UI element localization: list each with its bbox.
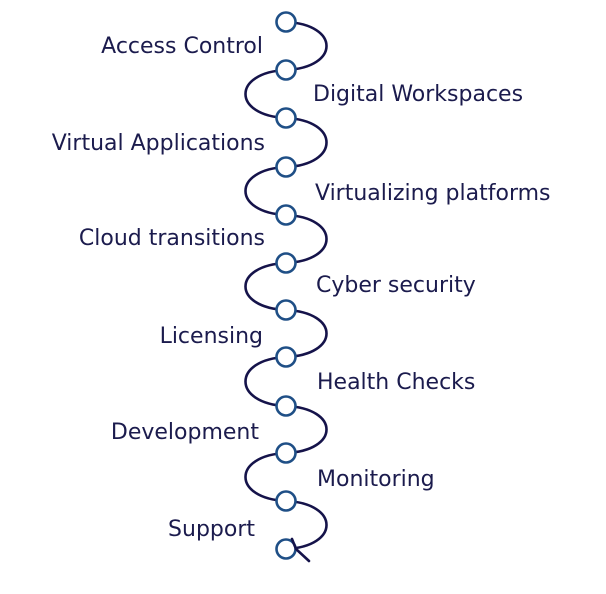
- timeline-node: [275, 59, 297, 81]
- end-arrow-icon: [290, 537, 311, 563]
- step-label: Cyber security: [316, 273, 476, 298]
- step-label: Access Control: [101, 34, 263, 59]
- node-group: [275, 11, 311, 563]
- wave-path-group: [244, 20, 328, 551]
- wave-connector: [244, 20, 328, 551]
- step-label: Development: [111, 420, 259, 445]
- timeline-node: [275, 107, 297, 129]
- timeline-node: [275, 11, 297, 33]
- timeline-node: [275, 252, 297, 274]
- timeline-node: [275, 395, 297, 417]
- timeline-node: [275, 442, 297, 464]
- step-label: Monitoring: [317, 467, 435, 492]
- timeline-node: [275, 299, 297, 321]
- step-label: Health Checks: [317, 370, 475, 395]
- timeline-node: [275, 204, 297, 226]
- step-label: Licensing: [160, 324, 263, 349]
- step-label: Digital Workspaces: [313, 82, 523, 107]
- step-label: Virtualizing platforms: [315, 181, 551, 206]
- timeline-node: [275, 346, 297, 368]
- step-label: Virtual Applications: [52, 131, 265, 156]
- step-label: Support: [168, 517, 255, 542]
- timeline-node: [275, 490, 297, 512]
- timeline-node: [275, 156, 297, 178]
- step-label: Cloud transitions: [79, 226, 265, 251]
